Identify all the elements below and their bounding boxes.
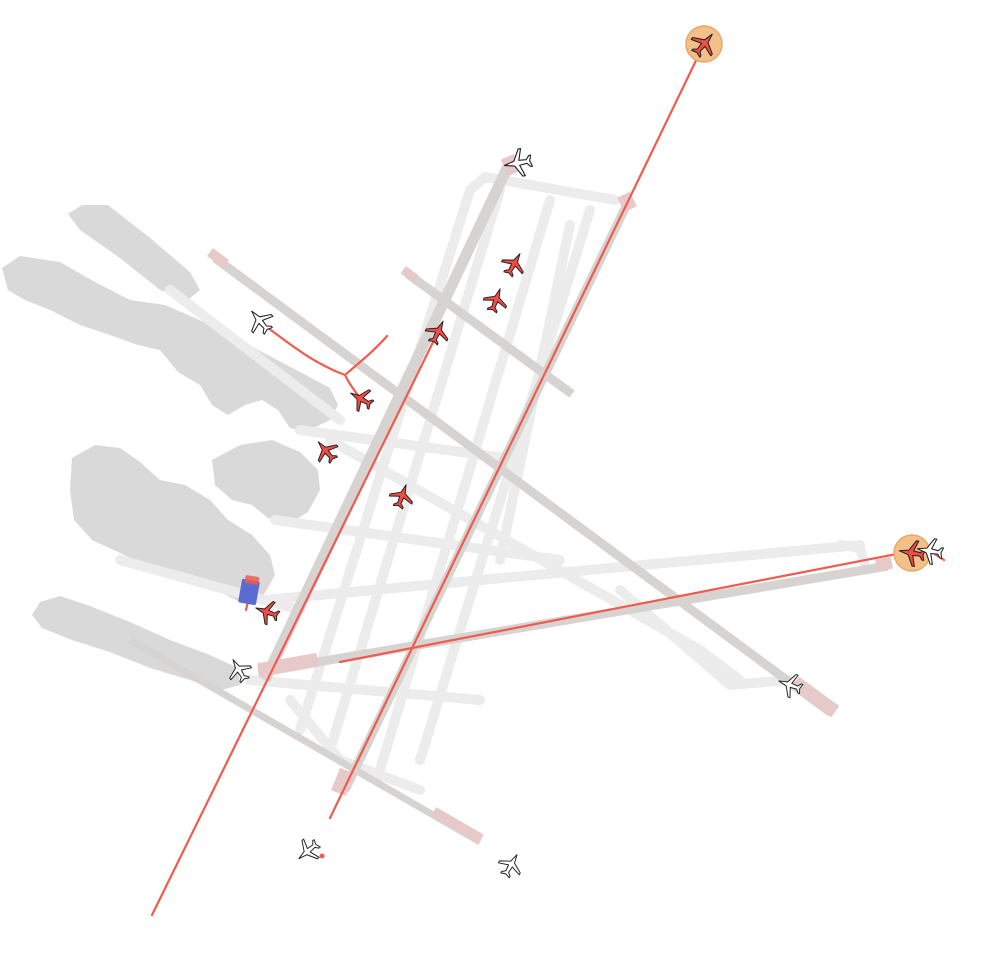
- departure-marker: [319, 853, 325, 859]
- runway-northsouth-west: [260, 159, 515, 683]
- runway-diagonal-long: [212, 254, 833, 716]
- plane-icon[interactable]: [290, 833, 326, 869]
- vehicle-body: [238, 578, 260, 606]
- vehicle-marker: [244, 575, 260, 585]
- taxiway-parallel-c: [415, 205, 595, 765]
- plane-icon[interactable]: [344, 382, 378, 416]
- runways: [128, 159, 889, 846]
- concourse-north: [68, 205, 200, 300]
- taxiway-outer-loop: [295, 172, 620, 735]
- terminal-building-middle: [212, 440, 320, 522]
- threshold-marker: [400, 266, 419, 283]
- threshold-marker: [790, 676, 840, 718]
- runway-east-west: [257, 561, 889, 677]
- runway-south-service: [128, 636, 482, 846]
- threshold-marker: [206, 248, 230, 268]
- terminal-building-north: [2, 256, 338, 432]
- taxiway-terminal-north: [165, 285, 345, 425]
- approach-highlights: [685, 25, 931, 572]
- flight-path-departure-southwest: [150, 330, 440, 917]
- taxiway-east-loop: [615, 585, 795, 690]
- flight-path-east-approach: [338, 549, 914, 664]
- terminal-building-west: [70, 445, 275, 602]
- threshold-marker: [331, 767, 355, 797]
- terminal-buildings: [2, 205, 338, 690]
- threshold-marker: [257, 652, 319, 678]
- threshold-marker: [431, 807, 484, 844]
- taxiway-cross-2: [270, 515, 565, 565]
- plane-icon[interactable]: [494, 848, 528, 882]
- ground-vehicle-icon[interactable]: [238, 575, 260, 606]
- plane-icon[interactable]: [241, 302, 279, 340]
- taxiway-diag: [325, 435, 745, 685]
- threshold-marker: [875, 556, 893, 572]
- plane-icon[interactable]: [480, 284, 512, 316]
- flight-path-northeast-approach: [328, 42, 706, 820]
- taxiway-parallel-b: [375, 195, 555, 775]
- taxiway-cross-4: [245, 675, 485, 705]
- taxiway-terminal-west: [115, 555, 305, 615]
